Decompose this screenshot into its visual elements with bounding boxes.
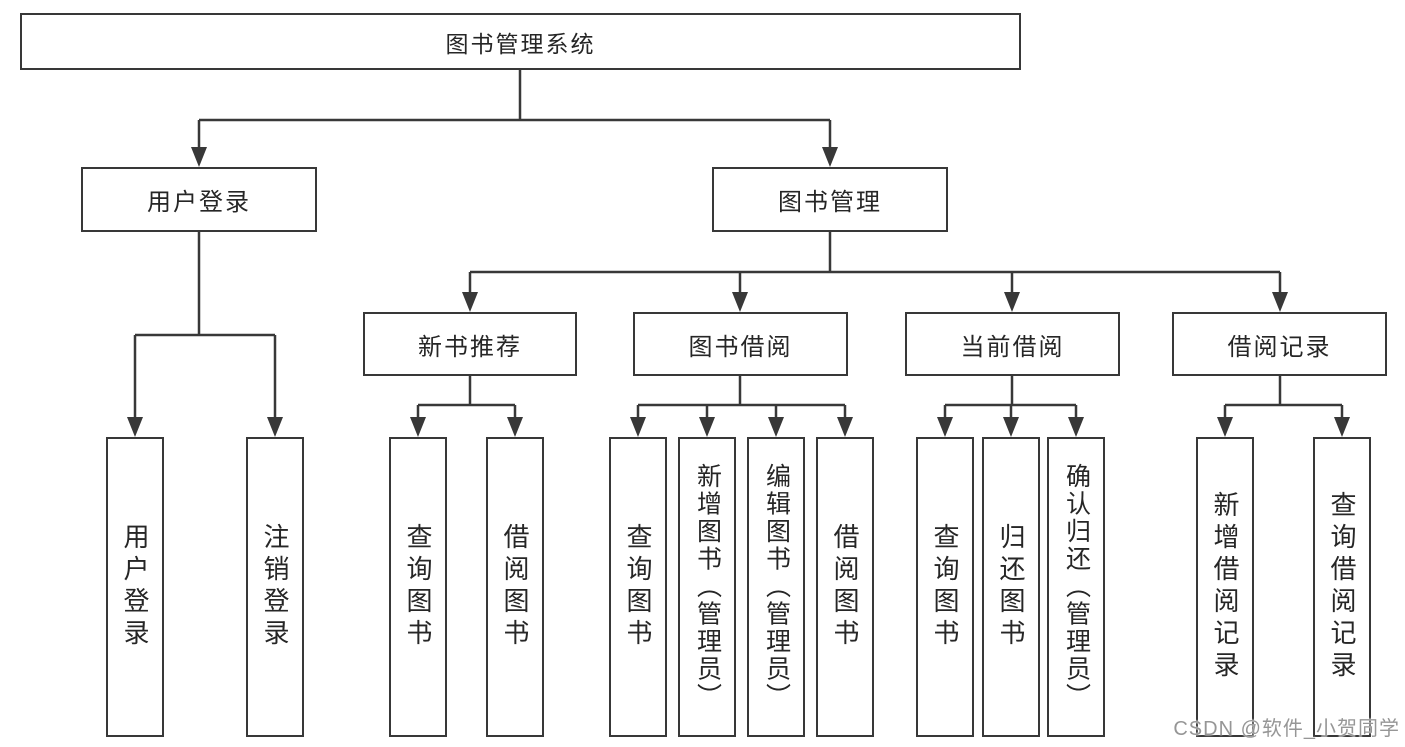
node-current-borrowing-label: 当前借阅 (960, 333, 1065, 361)
leaf-records-add-record-label: 新增借阅记录 (1210, 491, 1240, 683)
leaf-records-add-record: 新增借阅记录 (1196, 437, 1254, 737)
leaf-user-login: 用户登录 (106, 437, 164, 737)
node-user-login: 用户登录 (81, 167, 317, 232)
leaf-records-query-record-label: 查询借阅记录 (1327, 491, 1357, 683)
leaf-borrowing-edit-book-admin-label: 编辑图书（管理员） (762, 463, 791, 711)
leaf-borrowing-query-books-label: 查询图书 (623, 523, 653, 651)
leaf-borrowing-borrow-books: 借阅图书 (816, 437, 874, 737)
leaf-current-confirm-return-admin: 确认归还（管理员） (1047, 437, 1105, 737)
watermark-text: CSDN @软件_小贺同学 (1173, 718, 1400, 740)
leaf-newbooks-query-books: 查询图书 (389, 437, 447, 737)
leaf-borrowing-borrow-books-label: 借阅图书 (830, 523, 860, 651)
leaf-newbooks-borrow-books-label: 借阅图书 (500, 523, 530, 651)
leaf-borrowing-query-books: 查询图书 (609, 437, 667, 737)
leaf-user-login-label: 用户登录 (120, 523, 150, 651)
node-borrowing-records-label: 借阅记录 (1227, 333, 1332, 361)
node-book-management-label: 图书管理 (778, 189, 882, 216)
node-book-borrowing-label: 图书借阅 (688, 333, 793, 361)
node-root: 图书管理系统 (20, 13, 1021, 70)
leaf-current-query-books-label: 查询图书 (930, 523, 960, 651)
node-root-label: 图书管理系统 (445, 30, 596, 57)
node-new-book-recommendation: 新书推荐 (363, 312, 577, 376)
leaf-records-query-record: 查询借阅记录 (1313, 437, 1371, 737)
leaf-newbooks-query-books-label: 查询图书 (403, 523, 433, 651)
leaf-borrowing-add-book-admin-label: 新增图书（管理员） (693, 463, 722, 711)
leaf-current-confirm-return-admin-label: 确认归还（管理员） (1062, 463, 1091, 711)
leaf-current-return-books: 归还图书 (982, 437, 1040, 737)
leaf-newbooks-borrow-books: 借阅图书 (486, 437, 544, 737)
leaf-current-return-books-label: 归还图书 (996, 523, 1026, 651)
node-user-login-label: 用户登录 (147, 189, 251, 216)
leaf-borrowing-edit-book-admin: 编辑图书（管理员） (747, 437, 805, 737)
node-book-borrowing: 图书借阅 (633, 312, 848, 376)
leaf-logout-label: 注销登录 (260, 523, 290, 651)
node-current-borrowing: 当前借阅 (905, 312, 1120, 376)
node-new-book-recommendation-label: 新书推荐 (418, 333, 522, 361)
leaf-borrowing-add-book-admin: 新增图书（管理员） (678, 437, 736, 737)
leaf-current-query-books: 查询图书 (916, 437, 974, 737)
leaf-logout: 注销登录 (246, 437, 304, 737)
node-borrowing-records: 借阅记录 (1172, 312, 1387, 376)
node-book-management: 图书管理 (712, 167, 948, 232)
